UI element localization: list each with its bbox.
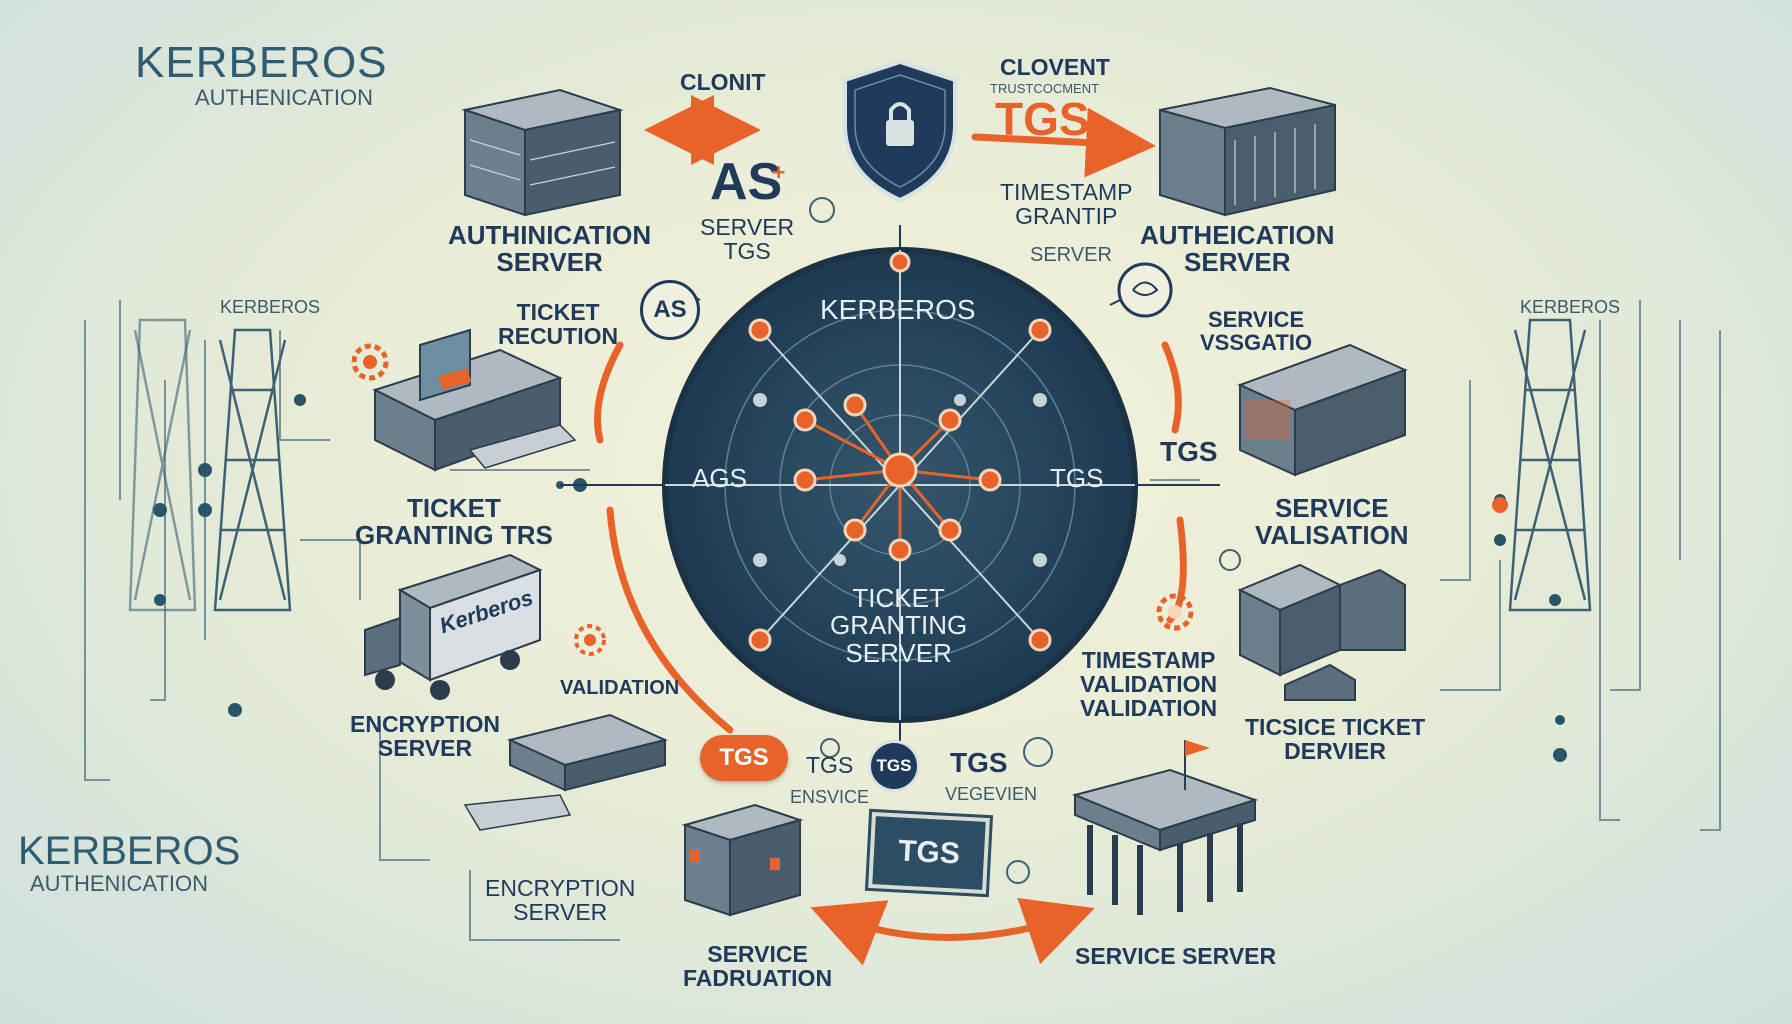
clovent-sublabel: TRUSTCOCMENT bbox=[990, 81, 1100, 96]
tgs-node: TGS bbox=[868, 740, 920, 792]
ticsice-ticket-label: TICSICE TICKET DERVIER bbox=[1245, 714, 1426, 765]
ring-icon bbox=[820, 738, 840, 758]
wheel-right-label: TGS bbox=[1050, 463, 1104, 493]
client-workstation bbox=[372, 328, 577, 472]
service-validation-label: SERVICE VALISATION bbox=[1255, 493, 1409, 551]
timestamp-granting-label: TIMESTAMP GRANTIP bbox=[1000, 179, 1133, 230]
title-top-line1: KERBEROS bbox=[135, 38, 388, 87]
circuit-dots-right bbox=[1494, 494, 1567, 762]
service-server-rack bbox=[1237, 343, 1408, 477]
kerberos-truck bbox=[364, 553, 543, 700]
title-bottom: KERBEROS AUTHENICATION bbox=[18, 830, 240, 895]
tower-left-label: KERBEROS bbox=[220, 297, 321, 317]
circuit-lines-left bbox=[84, 300, 620, 941]
service-server-building bbox=[1071, 740, 1259, 915]
encryption-server-label-2: ENCRYPTION SERVER bbox=[485, 875, 636, 926]
title-bottom-line2: AUTHENICATION bbox=[30, 871, 209, 896]
validation-label: VALIDATION bbox=[560, 677, 680, 699]
wheel-grey-nodes bbox=[753, 393, 1047, 567]
server-small-label: SERVER bbox=[1030, 244, 1112, 266]
tower-right-label: KERBEROS bbox=[1520, 297, 1621, 317]
tgs-label-a: TGS bbox=[806, 752, 854, 778]
shield-icon bbox=[843, 59, 957, 203]
clonit-label: CLONIT bbox=[680, 69, 766, 95]
title-top: KERBEROS AUTHENICATION bbox=[135, 38, 388, 111]
wheel-as-node: AS bbox=[640, 280, 700, 340]
badge-icon-right-glyph bbox=[1132, 281, 1159, 296]
ticket-recution-label: TICKET RECUTION bbox=[498, 299, 619, 350]
tgs-label-b: TGS bbox=[950, 747, 1008, 778]
as-plus-label: + bbox=[772, 159, 786, 185]
ticket-granting-trs-label: TICKET GRANTING TRS bbox=[355, 493, 553, 551]
wheel-bottom-label: TICKET GRANTING SERVER bbox=[830, 583, 968, 668]
wheel-top-label: KERBEROS bbox=[820, 294, 976, 325]
tower-right bbox=[1508, 318, 1592, 612]
service-fadruation-label: SERVICE FADRUATION bbox=[683, 941, 833, 992]
info-icon bbox=[1219, 549, 1241, 571]
wheel-nodes bbox=[748, 251, 1052, 652]
encryption-server-label-1: ENCRYPTION SERVER bbox=[350, 711, 500, 762]
timestamp-validation-label: TIMESTAMP VALIDATION VALIDATION bbox=[1080, 647, 1218, 722]
title-top-line2: AUTHENICATION bbox=[195, 85, 374, 111]
title-bottom-line1: KERBEROS bbox=[18, 829, 241, 873]
circuit-lines-right bbox=[1150, 300, 1721, 831]
gear-icon-right bbox=[1156, 593, 1194, 631]
tower-left bbox=[128, 318, 292, 612]
circuit-dots-left bbox=[153, 394, 587, 717]
as-big-label: AS bbox=[710, 153, 783, 211]
vegevien-label: VEGEVIEN bbox=[945, 784, 1038, 804]
auth-server-left-label: AUTHINICATION SERVER bbox=[448, 220, 652, 278]
tgs-right-label: TGS bbox=[1160, 436, 1218, 467]
tgs-pill: TGS bbox=[700, 735, 788, 781]
service-vssgatio-label: SERVICE VSSGATIO bbox=[1200, 307, 1313, 356]
encryption-server-cabinet bbox=[681, 803, 804, 917]
auth-server-stack-left bbox=[461, 88, 624, 217]
badge-icon-right bbox=[1117, 262, 1173, 318]
envice-label: ENSVICE bbox=[790, 787, 870, 807]
lock-icon bbox=[1006, 860, 1030, 884]
server-tgs-label: SERVER TGS bbox=[700, 214, 795, 265]
small-node-icon bbox=[809, 197, 835, 223]
auth-server-stack-right bbox=[1159, 86, 1336, 217]
tgs-orange-label: TGS bbox=[995, 93, 1090, 145]
tgs-sign: TGS bbox=[868, 811, 990, 895]
orange-dot-right bbox=[1492, 497, 1508, 513]
check-icon bbox=[1023, 737, 1053, 767]
encryption-server-box bbox=[463, 713, 669, 831]
service-server-label: SERVICE SERVER bbox=[1075, 943, 1277, 969]
gear-icon-lower bbox=[574, 624, 606, 656]
service-validation-servers bbox=[1237, 563, 1406, 701]
clovent-label: CLOVENT bbox=[1000, 54, 1110, 80]
auth-server-right-label: AUTHEICATION SERVER bbox=[1140, 220, 1335, 278]
wheel-left-label: AGS bbox=[692, 463, 747, 493]
gear-icon-left bbox=[351, 343, 389, 381]
